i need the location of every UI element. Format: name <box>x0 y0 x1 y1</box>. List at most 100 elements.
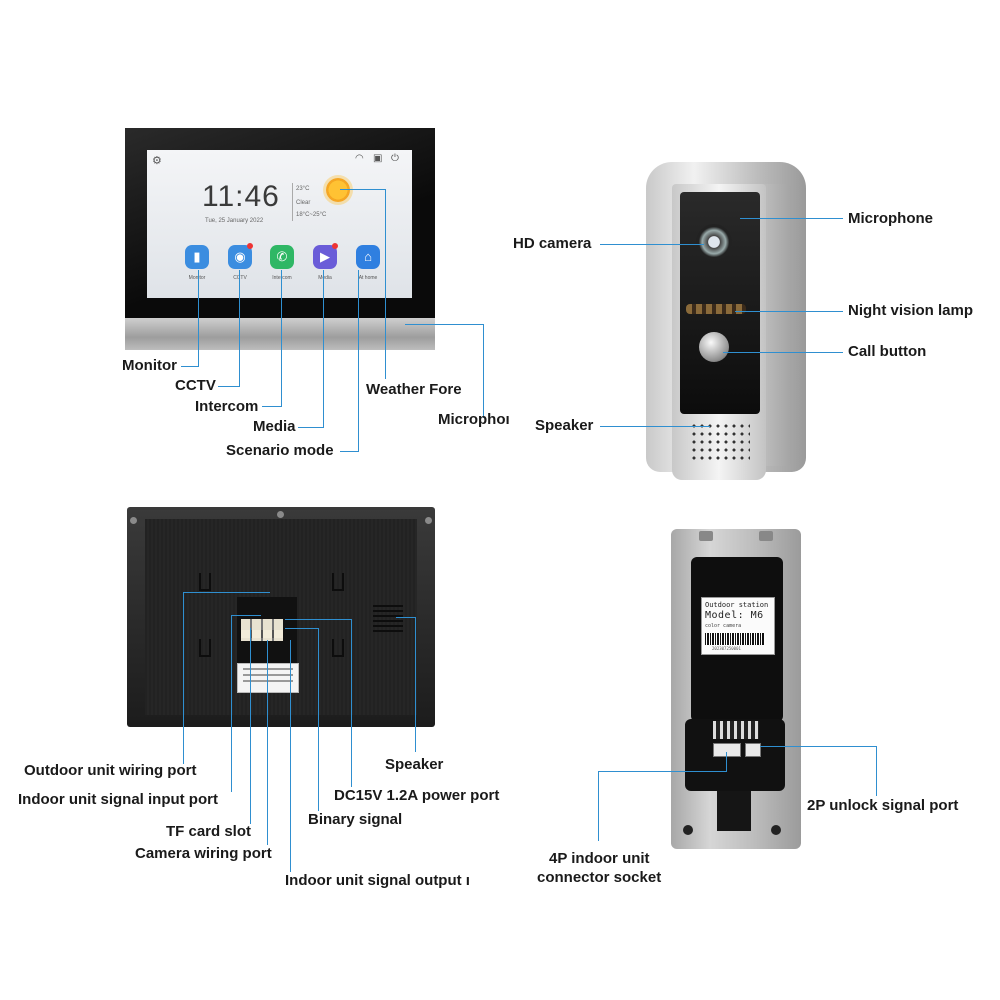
leader-back-speaker-h <box>396 617 416 618</box>
label-line1: Outdoor station <box>705 601 769 609</box>
callout-tf-card-slot: TF card slot <box>166 823 252 840</box>
leader-cctv-h <box>218 386 240 387</box>
cctv-badge <box>247 243 253 249</box>
callout-scenario-mode: Scenario mode <box>226 442 334 459</box>
callout-camera-wiring-port: Camera wiring port <box>135 845 272 862</box>
callout-dc-power-port: DC15V 1.2A power port <box>334 787 500 804</box>
callout-cctv: CCTV <box>175 377 216 394</box>
wifi-icon: ◠ <box>355 153 364 164</box>
callout-binary-signal: Binary signal <box>308 811 403 828</box>
mount-hook-icon <box>332 573 344 591</box>
callout-monitor: Monitor <box>122 357 177 374</box>
home-app-icon[interactable]: ⌂ <box>356 245 380 269</box>
outdoor-unit-back: Outdoor station Model: M6 color camera 2… <box>671 529 801 849</box>
leader-media-v <box>323 270 324 427</box>
indoor-monitor-back <box>127 507 435 727</box>
mount-hook-icon <box>199 573 211 591</box>
rating-sticker <box>237 663 299 693</box>
mount-tab <box>699 531 713 541</box>
clock-time: 11:46 <box>202 180 280 213</box>
leader-outdoor-port-h <box>183 592 270 593</box>
screw-icon <box>277 511 284 518</box>
label-line3: color camera <box>705 623 742 629</box>
sd-card-icon: ▣ <box>373 153 383 164</box>
cable-channel <box>717 791 751 831</box>
leader-outdoor-port-v <box>183 592 184 764</box>
app-label-monitor: Monitor <box>188 275 206 281</box>
2p-connector[interactable] <box>745 743 761 757</box>
leader-scenario-h <box>340 451 359 452</box>
mount-hook-icon <box>199 639 211 657</box>
leader-power-v <box>351 619 352 787</box>
monitor-bottom-strip <box>125 318 435 350</box>
leader-media-h <box>298 427 324 428</box>
callout-4p-line1: 4P indoor unit <box>549 850 650 867</box>
callout-call-button: Call button <box>848 343 927 360</box>
mount-tab <box>759 531 773 541</box>
wire-terminals <box>713 721 759 739</box>
callout-weather-forecast: Weather Fore <box>366 381 462 398</box>
leader-intercom-h <box>262 406 282 407</box>
leader-back-speaker-v <box>415 617 416 752</box>
callout-media: Media <box>253 418 296 435</box>
leader-mic-h <box>405 324 483 325</box>
screw-hole-icon <box>683 825 693 835</box>
leader-monitor-h <box>181 366 199 367</box>
leader-scenario-v <box>358 270 359 451</box>
callout-2p-unlock-port: 2P unlock signal port <box>807 797 959 814</box>
media-app-icon[interactable]: ▶ <box>313 245 337 269</box>
monitor-app-icon[interactable]: ▮ <box>185 245 209 269</box>
wiring-ports-row2[interactable] <box>241 630 283 638</box>
weather-range: 18°C~25°C <box>296 212 327 218</box>
label-serial: 202307250001 <box>712 646 741 651</box>
app-label-intercom: Intercom <box>262 275 302 281</box>
leader-4p-v2 <box>598 771 599 841</box>
indoor-monitor-front: ⚙ ◠ ▣ ⏻ 11:46 Tue, 25 January 2022 23°C … <box>125 128 435 350</box>
leader-call-button <box>723 352 843 353</box>
leader-4p-h <box>598 771 726 772</box>
callout-door-speaker: Speaker <box>535 417 594 434</box>
leader-binary-h <box>285 628 319 629</box>
leader-power-h <box>285 619 351 620</box>
callout-intercom: Intercom <box>195 398 259 415</box>
leader-door-speaker <box>600 426 710 427</box>
media-badge <box>332 243 338 249</box>
leader-signal-in-h <box>231 615 261 616</box>
weather-desc: Clear <box>296 200 311 206</box>
leader-signal-in-v <box>231 615 232 792</box>
4p-connector[interactable] <box>713 743 741 757</box>
call-button-icon[interactable] <box>699 332 729 362</box>
screw-icon <box>425 517 432 524</box>
settings-icon: ⚙ <box>152 155 162 167</box>
weather-divider <box>292 183 293 221</box>
weather-temp: 23°C <box>296 186 310 192</box>
mount-hook-icon <box>332 639 344 657</box>
leader-night-lamp <box>735 311 843 312</box>
app-label-cctv: CCTV <box>233 275 247 281</box>
leader-2p-h <box>760 746 876 747</box>
barcode-icon <box>705 633 765 645</box>
callout-door-microphone: Microphone <box>848 210 933 227</box>
leader-weather-v <box>385 189 386 379</box>
callout-signal-output-port: Indoor unit signal output ı <box>285 872 470 889</box>
leader-tf-card-v <box>250 628 251 824</box>
leader-door-microphone <box>740 218 843 219</box>
leader-binary-v <box>318 628 319 811</box>
night-vision-lamp-icon <box>686 304 746 314</box>
leader-4p-v1 <box>726 752 727 772</box>
clock-date: Tue, 25 January 2022 <box>205 218 264 224</box>
callout-night-vision-lamp: Night vision lamp <box>848 302 974 319</box>
callout-signal-input-port: Indoor unit signal input port <box>18 791 218 808</box>
leader-signal-out-v <box>290 640 291 872</box>
callout-hd-camera: HD camera <box>513 235 592 252</box>
outdoor-unit-front <box>646 162 806 482</box>
intercom-app-icon[interactable]: ✆ <box>270 245 294 269</box>
speaker-grille-icon <box>690 422 750 462</box>
leader-mic-v <box>483 324 484 418</box>
callout-4p-line2: connector socket <box>537 869 662 886</box>
cctv-app-icon[interactable]: ◉ <box>228 245 252 269</box>
app-label-media: Media <box>318 275 332 281</box>
leader-cctv-v <box>239 270 240 386</box>
leader-weather-h <box>340 189 385 190</box>
screw-icon <box>130 517 137 524</box>
